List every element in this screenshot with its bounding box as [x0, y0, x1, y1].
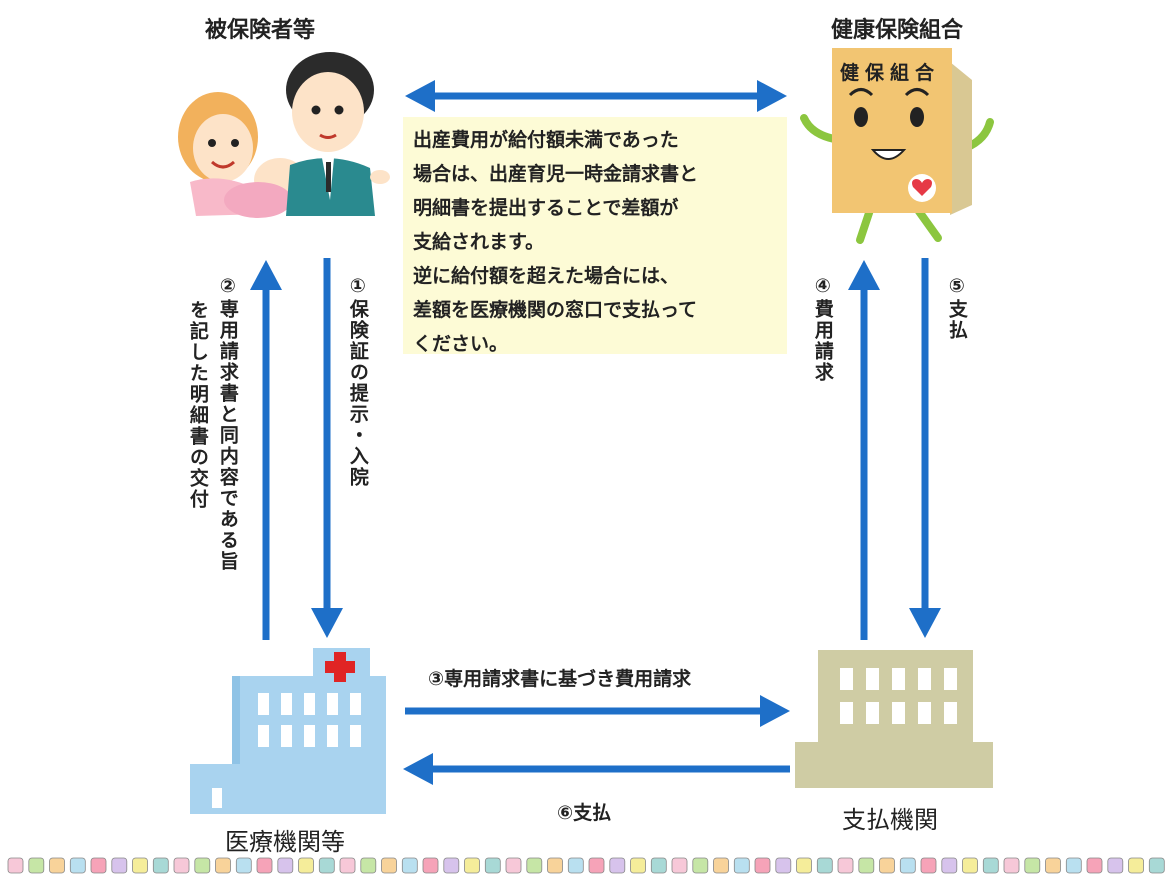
insured-family-illustration	[178, 52, 390, 218]
border-dot	[526, 857, 543, 874]
border-dot	[1003, 857, 1020, 874]
arrow-step2-up	[250, 260, 282, 640]
step6-label: ⑥支払	[557, 802, 612, 824]
border-dot	[298, 857, 314, 874]
border-dot	[941, 857, 958, 874]
step2-label-line2: を記した明細書の交付	[186, 300, 209, 510]
step5-label: ⑤支払	[945, 275, 968, 341]
border-dot	[256, 857, 273, 874]
note-box: 出産費用が給付額未満であった 場合は、出産育児一時金請求書と 明細書を提出するこ…	[403, 117, 787, 355]
border-dot	[1024, 857, 1041, 874]
decorative-dot-border	[7, 857, 1165, 874]
border-dot	[401, 857, 418, 874]
note-line: 明細書を提出することで差額が	[413, 197, 679, 219]
border-dot	[215, 857, 231, 874]
arrow-step1-down	[311, 258, 343, 638]
step4-label: ④費用請求	[811, 275, 834, 383]
border-dot	[920, 857, 937, 874]
arrow-step6-left	[403, 753, 790, 785]
border-dot	[49, 857, 65, 874]
arrow-step4-up	[848, 260, 880, 640]
border-dot	[858, 857, 875, 874]
note-line: 支給されます。	[413, 231, 545, 253]
border-dot	[733, 857, 750, 874]
arrow-step3-right	[405, 695, 790, 727]
payer-building-icon	[795, 650, 993, 788]
border-dot	[381, 857, 397, 874]
step1-label: ①保険証の提示・入院	[346, 275, 369, 488]
border-dot	[1148, 857, 1165, 874]
border-dot	[962, 857, 978, 874]
border-dot	[879, 857, 895, 874]
border-dot	[692, 857, 709, 874]
border-dot	[173, 857, 190, 874]
border-dot	[235, 857, 252, 874]
union-mascot-illustration	[800, 48, 994, 244]
border-dot	[7, 857, 24, 874]
border-dot	[1086, 857, 1103, 874]
border-dot	[982, 857, 999, 874]
border-dot	[318, 857, 335, 874]
border-dot	[650, 857, 667, 874]
border-dot	[1045, 857, 1061, 874]
border-dot	[775, 857, 792, 874]
border-dot	[1128, 857, 1144, 874]
arrow-step5-down	[909, 258, 941, 638]
border-dot	[464, 857, 480, 874]
hospital-label: 医療機関等	[225, 828, 345, 856]
border-dot	[277, 857, 294, 874]
border-dot	[837, 857, 854, 874]
border-dot	[796, 857, 812, 874]
border-dot	[547, 857, 563, 874]
border-dot	[111, 857, 128, 874]
border-dot	[28, 857, 45, 874]
note-line: 場合は、出産育児一時金請求書と	[413, 163, 699, 185]
step3-label: ③専用請求書に基づき費用請求	[428, 668, 692, 690]
payer-label: 支払機関	[842, 806, 938, 834]
border-dot	[360, 857, 377, 874]
border-dot	[339, 857, 356, 874]
border-dot	[69, 857, 86, 874]
border-dot	[505, 857, 522, 874]
border-dot	[1065, 857, 1082, 874]
border-dot	[132, 857, 148, 874]
insured-label: 被保険者等	[205, 18, 316, 43]
border-dot	[152, 857, 169, 874]
border-dot	[443, 857, 460, 874]
note-line: 出産費用が給付額未満であった	[413, 129, 679, 151]
border-dot	[816, 857, 833, 874]
border-dot	[754, 857, 771, 874]
union-book-text: 健保組合	[840, 62, 941, 84]
border-dot	[713, 857, 729, 874]
border-dot	[1107, 857, 1124, 874]
note-line: ください。	[413, 333, 509, 355]
hospital-building-icon	[190, 648, 386, 814]
border-dot	[588, 857, 605, 874]
border-dot	[609, 857, 626, 874]
border-dot	[567, 857, 584, 874]
union-label: 健康保険組合	[831, 18, 964, 43]
border-dot	[899, 857, 916, 874]
step2-label-line1: ②専用請求書と同内容である旨	[216, 275, 239, 572]
border-dot	[484, 857, 501, 874]
note-line: 逆に給付額を超えた場合には、	[413, 265, 680, 287]
border-dot	[194, 857, 211, 874]
top-bidirectional-arrow	[405, 80, 787, 112]
border-dot	[422, 857, 439, 874]
border-dot	[671, 857, 688, 874]
border-dot	[630, 857, 646, 874]
note-line: 差額を医療機関の窓口で支払って	[413, 299, 698, 321]
border-dot	[90, 857, 107, 874]
